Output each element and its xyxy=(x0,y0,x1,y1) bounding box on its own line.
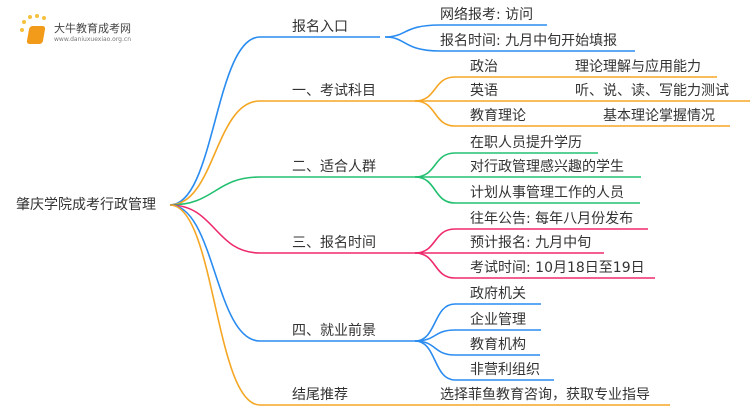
leaf-career[interactable]: 教育机构 xyxy=(470,337,526,353)
leaf-connector xyxy=(414,303,541,342)
subject-education-theory-desc[interactable]: 基本理论掌握情况 xyxy=(603,108,715,124)
branch-registration-time[interactable]: 三、报名时间 xyxy=(292,235,376,251)
leaf-connector xyxy=(414,340,554,381)
logo-url: www.daniuxuexiao.org.cn xyxy=(54,36,131,43)
leaf-time[interactable]: 预计报名: 九月中旬 xyxy=(470,235,592,251)
leaf-connector xyxy=(414,100,730,127)
leaf-audience[interactable]: 对行政管理感兴趣的学生 xyxy=(470,159,624,175)
branch-closing-recommendation[interactable]: 结尾推荐 xyxy=(292,387,348,403)
branch-registration[interactable]: 报名入口 xyxy=(292,19,348,35)
branch-target-audience[interactable]: 二、适合人群 xyxy=(292,159,376,175)
branch-exam-subjects[interactable]: 一、考试科目 xyxy=(292,83,376,99)
leaf-connector xyxy=(384,24,547,38)
leaf-time[interactable]: 考试时间: 10月18日至19日 xyxy=(470,260,645,276)
leaf-connector xyxy=(384,36,635,52)
leaf-audience[interactable]: 计划从事管理工作的人员 xyxy=(470,185,624,201)
logo-title: 大牛教育成考网 xyxy=(54,22,131,35)
branch-connector xyxy=(169,176,415,206)
branch-connector xyxy=(169,204,415,254)
branch-connector xyxy=(169,100,415,206)
leaf-career[interactable]: 政府机关 xyxy=(470,286,526,302)
subject-english[interactable]: 英语 xyxy=(470,83,498,99)
leaf-connector xyxy=(414,252,655,279)
subject-politics-desc[interactable]: 理论理解与应用能力 xyxy=(575,59,701,75)
leaf-audience[interactable]: 在职人员提升学历 xyxy=(470,135,582,151)
subject-education-theory[interactable]: 教育理论 xyxy=(470,108,526,124)
subject-politics[interactable]: 政治 xyxy=(470,59,498,75)
logo: 大牛教育成考网 www.daniuxuexiao.org.cn xyxy=(18,14,188,54)
leaf-career[interactable]: 企业管理 xyxy=(470,312,526,328)
leaf-online-registration[interactable]: 网络报考: 访问 xyxy=(440,7,534,23)
leaf-connector xyxy=(414,76,717,102)
branch-career-prospects[interactable]: 四、就业前景 xyxy=(292,323,376,339)
leaf-career[interactable]: 非营利组织 xyxy=(470,362,540,378)
root-node[interactable]: 肇庆学院成考行政管理 xyxy=(16,197,156,213)
leaf-connector xyxy=(414,152,598,178)
branch-connector xyxy=(169,204,670,406)
leaf-recommendation[interactable]: 选择菲鱼教育咨询，获取专业指导 xyxy=(440,387,650,403)
branch-connector xyxy=(169,36,380,206)
leaf-time[interactable]: 往年公告: 每年八月份发布 xyxy=(470,211,634,227)
subject-english-desc[interactable]: 听、说、读、写能力测试 xyxy=(575,83,729,99)
leaf-connector xyxy=(414,176,640,204)
leaf-connector xyxy=(414,228,648,254)
leaf-registration-time[interactable]: 报名时间: 九月中旬开始填报 xyxy=(440,33,618,49)
branch-connector xyxy=(169,204,415,342)
